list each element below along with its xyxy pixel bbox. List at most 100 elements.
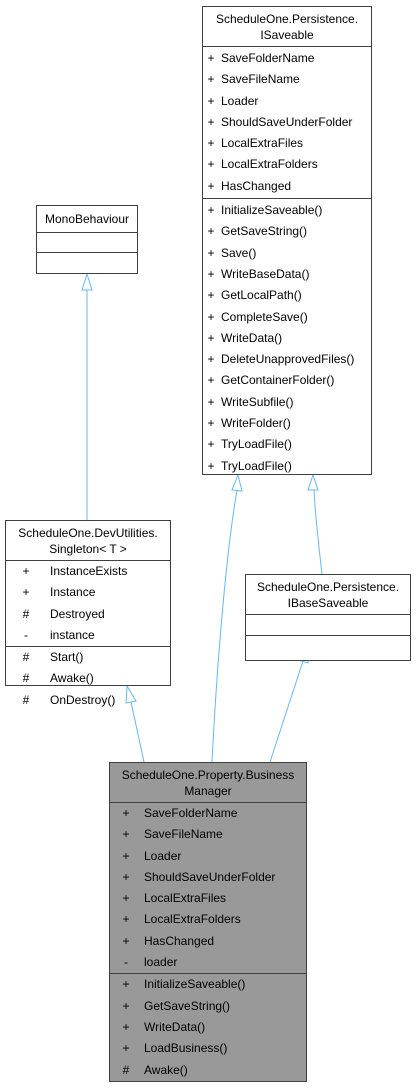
member-row[interactable]: #Destroyed [6, 604, 170, 625]
member-row[interactable]: +GetSaveString() [110, 996, 306, 1017]
member-row[interactable]: +GetContainerFolder() [203, 370, 371, 391]
member-row[interactable]: +Save() [203, 243, 371, 264]
class-box-monobehaviour[interactable]: MonoBehaviour [36, 205, 138, 274]
visibility-marker: + [207, 330, 215, 345]
class-title-line1: ScheduleOne.Persistence. [215, 12, 359, 26]
member-row[interactable]: + ShouldSaveUnderFolder [203, 112, 371, 133]
methods-section-empty [37, 253, 137, 273]
member-name: GetLocalPath() [221, 288, 302, 303]
class-box-isaveable[interactable]: ScheduleOne.Persistence. ISaveable +Save… [202, 6, 372, 475]
connector-business-to-singleton [130, 701, 145, 763]
member-name: LocalExtraFiles [221, 136, 304, 151]
member-row[interactable]: +Loader [110, 846, 306, 867]
member-row[interactable]: +WriteData() [110, 1017, 306, 1038]
member-row[interactable]: +TryLoadFile() [203, 434, 371, 455]
class-title-line2: Manager [184, 784, 232, 798]
member-row[interactable]: - loader [110, 952, 306, 973]
member-row[interactable]: +SaveFolderName [110, 803, 306, 824]
visibility-marker: + [207, 178, 215, 193]
member-name: ShouldSaveUnderFolder [144, 869, 276, 884]
class-title-monobehaviour: MonoBehaviour [37, 206, 137, 233]
methods-section-empty [246, 636, 410, 657]
visibility-marker: + [207, 416, 215, 431]
class-title-line2: ISaveable [260, 28, 314, 42]
visibility-marker: + [22, 564, 30, 578]
member-row[interactable]: + GetSaveString() [203, 221, 371, 242]
member-row[interactable]: + InstanceExists [6, 561, 170, 582]
member-name: loader [144, 955, 178, 970]
visibility-marker: + [207, 93, 215, 108]
member-name: GetSaveString() [221, 224, 308, 239]
inheritance-arrowhead-singleton [125, 684, 137, 704]
visibility-marker: + [122, 848, 130, 863]
member-row[interactable]: +WriteBaseData() [203, 264, 371, 285]
member-row[interactable]: + LoadBusiness() [110, 1038, 306, 1059]
member-name: DeleteUnapprovedFiles() [221, 352, 355, 367]
inheritance-arrowhead-isaveable-left [231, 473, 243, 492]
visibility-marker: + [207, 309, 215, 324]
member-row[interactable]: +GetLocalPath() [203, 285, 371, 306]
class-box-singleton[interactable]: ScheduleOne.DevUtilities. Singleton< T >… [5, 520, 171, 707]
member-name: Awake() [50, 671, 94, 686]
member-name: LoadBusiness() [144, 1041, 228, 1056]
member-name: ShouldSaveUnderFolder [221, 114, 353, 129]
visibility-marker: # [22, 692, 30, 707]
member-row[interactable]: +ShouldSaveUnderFolder [110, 867, 306, 888]
member-row[interactable]: + CompleteSave() [203, 307, 371, 328]
member-row[interactable]: +WriteSubfile() [203, 392, 371, 413]
visibility-marker: + [122, 912, 130, 927]
visibility-marker: # [22, 606, 30, 621]
member-name: SaveFileName [221, 72, 300, 87]
member-row[interactable]: +LocalExtraFiles [110, 888, 306, 909]
class-box-business-manager[interactable]: ScheduleOne.Property.Business Manager +S… [109, 762, 307, 1082]
visibility-marker: + [207, 114, 215, 129]
member-row[interactable]: +Instance [6, 582, 170, 603]
member-row[interactable]: +HasChanged [110, 931, 306, 952]
member-row[interactable]: +WriteFolder() [203, 413, 371, 434]
member-row[interactable]: +InitializeSaveable() [203, 200, 371, 221]
member-name: Start() [50, 650, 84, 665]
member-name: CompleteSave() [221, 309, 308, 324]
member-row[interactable]: +SaveFileName [110, 824, 306, 845]
attributes-section: +SaveFolderName+SaveFileName+Loader+Shou… [110, 803, 306, 975]
member-row[interactable]: + SaveFileName [203, 69, 371, 90]
member-row[interactable]: -instance [6, 625, 170, 646]
member-name: GetContainerFolder() [221, 373, 335, 388]
member-row[interactable]: +LocalExtraFolders [110, 909, 306, 930]
visibility-marker: - [124, 955, 128, 970]
attributes-section-empty [246, 615, 410, 636]
class-title-isaveable: ScheduleOne.Persistence. ISaveable [203, 7, 371, 47]
member-row[interactable]: + LocalExtraFiles [203, 133, 371, 154]
inheritance-arrowhead-isaveable-right [307, 473, 319, 491]
class-box-ibasesaveable[interactable]: ScheduleOne.Persistence. IBaseSaveable [245, 574, 411, 661]
member-row[interactable]: + Loader [203, 91, 371, 112]
member-row[interactable]: +WriteData() [203, 328, 371, 349]
connector-business-to-isaveable [211, 489, 238, 763]
attributes-section: +SaveFolderName + SaveFileName + Loader + Shou… [203, 47, 371, 200]
visibility-marker: + [122, 806, 130, 820]
visibility-marker: + [207, 72, 215, 87]
class-title-line1: ScheduleOne.DevUtilities. [18, 526, 158, 540]
inheritance-arrowhead-monobehaviour [81, 272, 93, 291]
visibility-marker: + [207, 224, 215, 239]
member-row[interactable]: #Start() [6, 647, 170, 668]
visibility-marker: + [122, 977, 130, 992]
visibility-marker: + [122, 1041, 130, 1056]
member-row[interactable]: +DeleteUnapprovedFiles() [203, 349, 371, 370]
member-row[interactable]: +InitializeSaveable() [110, 974, 306, 995]
member-row[interactable]: +LocalExtraFolders [203, 154, 371, 175]
member-row[interactable]: #Awake() [6, 668, 170, 689]
member-row[interactable]: #OnDestroy() [6, 690, 170, 711]
visibility-marker: + [207, 136, 215, 151]
member-row[interactable]: +HasChanged [203, 176, 371, 197]
visibility-marker: + [122, 933, 130, 948]
visibility-marker: + [207, 245, 215, 260]
member-name: Loader [221, 93, 259, 108]
member-name: InstanceExists [50, 564, 128, 578]
member-row[interactable]: +SaveFolderName [203, 48, 371, 69]
class-title-ibasesaveable: ScheduleOne.Persistence. IBaseSaveable [246, 575, 410, 615]
member-row[interactable]: #Awake() [110, 1060, 306, 1081]
member-name: instance [50, 627, 95, 642]
member-row[interactable]: +TryLoadFile() [203, 456, 371, 477]
visibility-marker: + [122, 1019, 130, 1034]
